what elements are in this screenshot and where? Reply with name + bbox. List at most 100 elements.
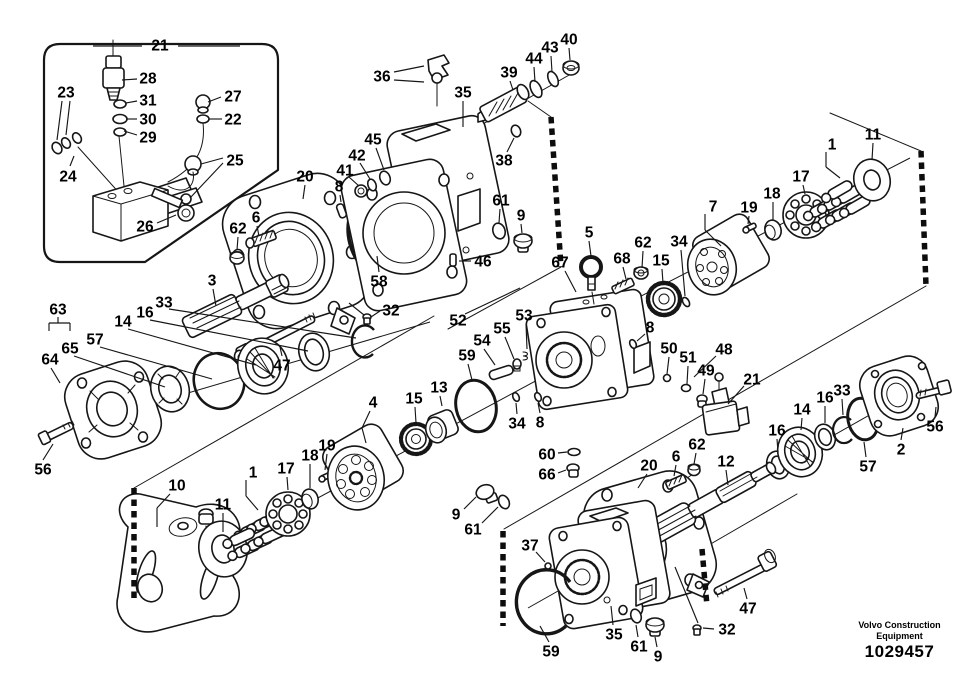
- callout-47: 47: [273, 358, 290, 375]
- leader-line-51: [686, 365, 689, 385]
- leader-line-36: [393, 79, 425, 83]
- leader-line-5: [588, 240, 592, 257]
- part-plug-55: [512, 358, 522, 372]
- leader-line-6: [256, 225, 260, 237]
- part-cylinder-barrel-top: [686, 213, 770, 296]
- leader-line-25: [189, 162, 224, 199]
- callout-58: 58: [370, 274, 388, 291]
- callout-36: 36: [373, 69, 391, 86]
- callout-53: 53: [515, 308, 533, 325]
- leader-line-10: [156, 493, 171, 509]
- part-ring-16-left: [297, 332, 331, 372]
- leader-line-12: [725, 469, 729, 486]
- leader-line-62: [236, 236, 239, 251]
- callout-18: 18: [301, 448, 319, 465]
- part-end-cover-2: [858, 355, 940, 437]
- callout-21: 21: [151, 38, 169, 55]
- leader-line-59: [539, 625, 550, 643]
- part-screw-32-bottom: [692, 624, 702, 636]
- part-oring-61-bottom: [629, 608, 643, 624]
- part-plug-9-bottom: [645, 617, 665, 637]
- callout-43: 43: [541, 40, 559, 57]
- part-plug-66: [566, 463, 580, 478]
- leader-line-19: [324, 453, 328, 471]
- leader-line-19: [747, 215, 750, 225]
- part-bearing-14-left: [236, 337, 290, 395]
- callout-32: 32: [718, 622, 735, 639]
- callout-16: 16: [768, 423, 786, 440]
- leader-line-56: [42, 443, 54, 461]
- leader-line-62: [693, 452, 697, 465]
- leader-line-14: [800, 417, 803, 431]
- callout-5: 5: [585, 225, 594, 242]
- leader-line-61: [635, 624, 639, 638]
- callout-9: 9: [654, 649, 663, 666]
- part-snap-ring-33-left: [350, 324, 375, 359]
- leader-line-36: [393, 65, 425, 73]
- callout-44: 44: [525, 51, 543, 68]
- callout-35: 35: [605, 627, 623, 644]
- callout-39: 39: [500, 65, 518, 82]
- part-bearing-14-right: [776, 426, 824, 478]
- leader-line-38: [506, 137, 515, 153]
- leader-line-52: [464, 287, 521, 315]
- callout-15: 15: [652, 253, 670, 270]
- callout-19: 19: [740, 200, 758, 217]
- part-solenoid-valve-21: [701, 372, 750, 436]
- leader-line-23: [56, 100, 63, 141]
- part-nut-62-bottom: [687, 463, 701, 477]
- callout-2: 2: [897, 442, 906, 459]
- part-screw-68: [611, 277, 635, 295]
- leader-line-26: [156, 214, 177, 224]
- callout-46: 46: [474, 254, 492, 271]
- leader-line-40: [568, 47, 571, 61]
- leader-line-58: [376, 255, 380, 273]
- leader-line-15: [414, 406, 417, 424]
- part-inset-screw: [150, 187, 195, 222]
- leader-line-1: [245, 495, 259, 511]
- part-pin-54: [488, 364, 514, 381]
- callout-33: 33: [833, 383, 851, 400]
- part-ball-50: [662, 373, 672, 383]
- leader-line-35: [610, 605, 614, 626]
- callout-61: 61: [492, 193, 510, 210]
- part-oring-43: [546, 70, 560, 88]
- callout-10: 10: [168, 478, 185, 495]
- part-screw-6-top: [245, 229, 277, 249]
- leader-line-67: [564, 270, 577, 293]
- callout-48: 48: [715, 342, 733, 359]
- leader-line-33: [168, 308, 357, 339]
- callout-62: 62: [688, 437, 705, 454]
- leader-line-16: [776, 438, 779, 453]
- callout-19: 19: [318, 438, 336, 455]
- leader-line-34: [515, 402, 518, 415]
- callout-7: 7: [709, 199, 718, 216]
- leader-line-62: [641, 250, 644, 269]
- leader-line-34: [680, 249, 686, 297]
- callout-21: 21: [743, 372, 761, 389]
- leader-line-9: [654, 636, 658, 648]
- callout-20: 20: [296, 169, 313, 186]
- leader-line-32: [370, 310, 381, 318]
- part-ring-45: [378, 170, 392, 186]
- part-bolt-56-right: [915, 379, 952, 400]
- part-oring-61-top: [491, 222, 507, 240]
- part-spring-53: [522, 351, 528, 361]
- leader-line-9: [520, 223, 523, 234]
- leader-line-20: [302, 184, 306, 200]
- leader-line-8: [537, 402, 541, 414]
- part-ring-38: [510, 124, 522, 138]
- part-screw-32-top: [362, 313, 372, 325]
- callout-14: 14: [793, 402, 811, 419]
- callout-11: 11: [865, 127, 882, 144]
- callout-15: 15: [405, 391, 423, 408]
- leader-line-33: [841, 398, 844, 416]
- part-plug-9-left: [475, 483, 499, 504]
- callout-30: 30: [139, 112, 156, 129]
- part-seat-51: [680, 383, 692, 393]
- part-socket-bolt-47-bottom: [713, 548, 778, 598]
- leader-line-53: [525, 323, 528, 350]
- leader-line-65: [73, 355, 166, 388]
